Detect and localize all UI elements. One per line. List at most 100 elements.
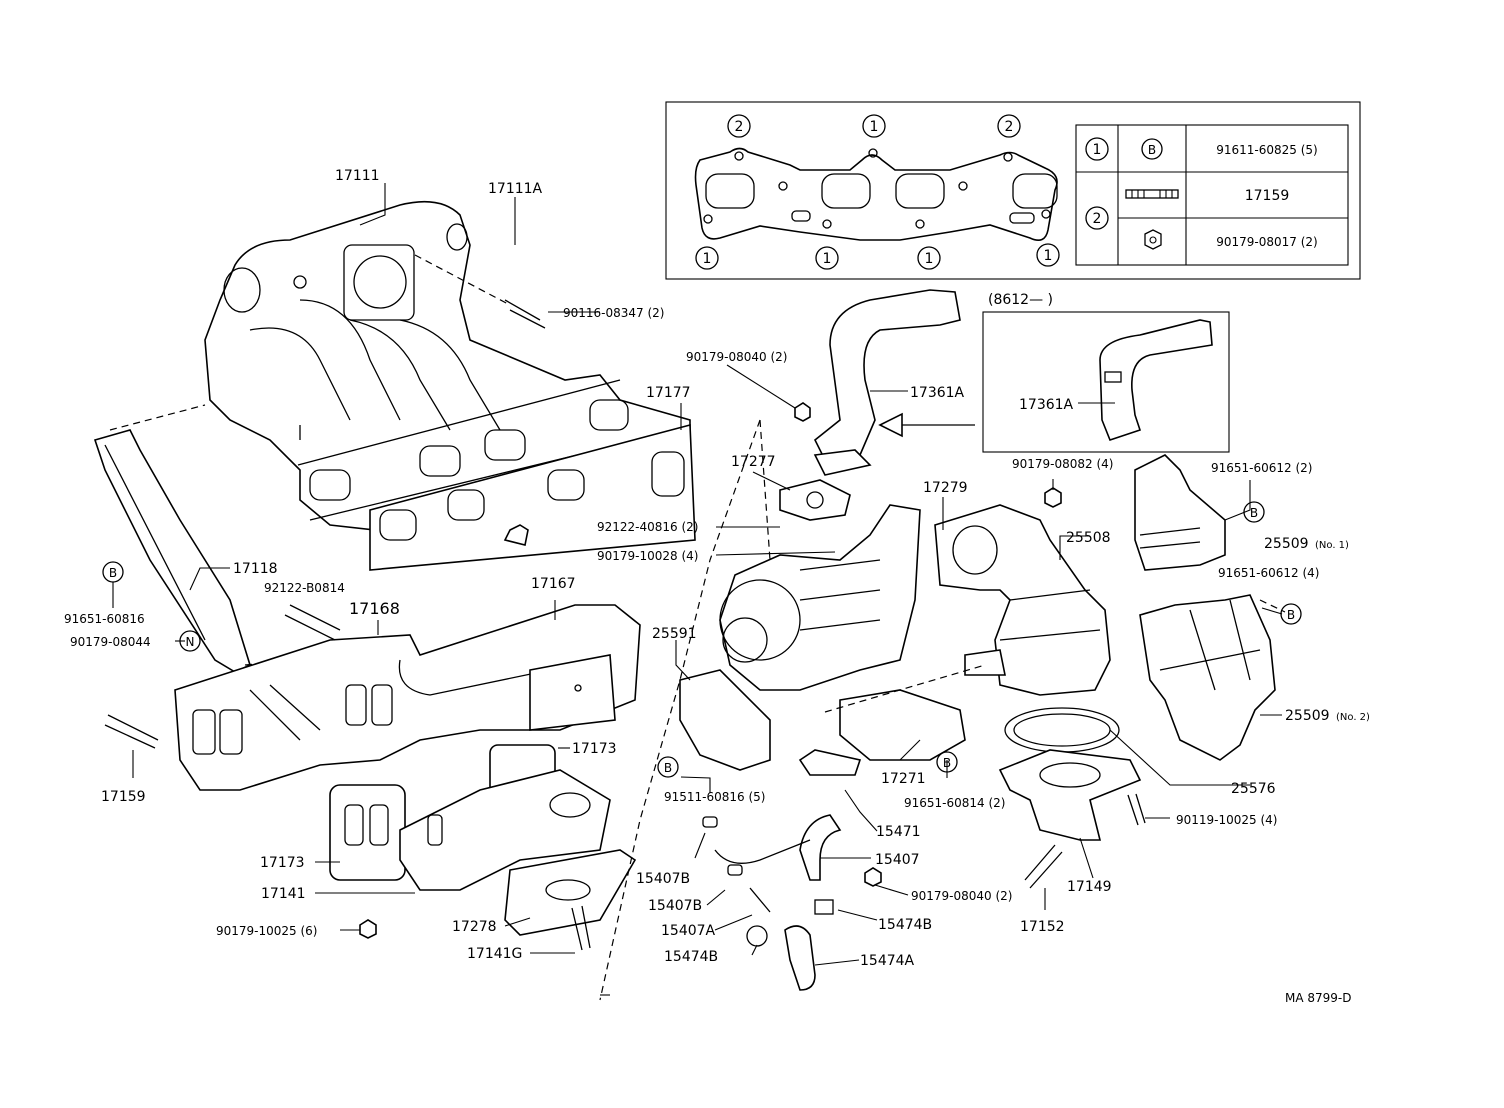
marker-1-br: 1 — [1036, 243, 1060, 267]
svg-text:1: 1 — [1093, 142, 1102, 158]
exhaust-manifold-lower-drawing — [329, 744, 637, 936]
label-91651-60612-2: 91651-60612 (2) — [1211, 461, 1313, 475]
svg-text:1: 1 — [1044, 248, 1053, 264]
marker-B-insulator2: B — [1280, 603, 1302, 625]
svg-text:B: B — [664, 761, 672, 775]
label-15407B-b: 15407B — [648, 898, 702, 914]
label-25576: 25576 — [1231, 781, 1276, 797]
svg-text:B: B — [943, 756, 951, 770]
label-25509-no2-tag: (No. 2) — [1336, 712, 1370, 723]
label-90179-08040-bot: 90179-08040 (2) — [911, 889, 1013, 903]
label-92122-40816: 92122-40816 (2) — [597, 520, 699, 534]
label-17152: 17152 — [1020, 919, 1065, 935]
label-17279: 17279 — [923, 480, 968, 496]
label-17111: 17111 — [335, 168, 380, 184]
svg-text:B: B — [109, 566, 117, 580]
marker-B-elbow: B — [657, 756, 679, 778]
legend-part-row1: 91611-60825 (5) — [1216, 143, 1318, 157]
svg-text:1: 1 — [870, 119, 879, 135]
marker-1-bm2: 1 — [917, 246, 941, 270]
legend-part-row3: 90179-08017 (2) — [1216, 235, 1318, 249]
nut-icon — [1144, 229, 1162, 250]
heat-insulator-no1-drawing — [1134, 454, 1226, 571]
guide-lines — [414, 254, 1286, 1001]
legend-marker-1: 1 — [1085, 137, 1109, 161]
turbocharger-drawing — [679, 289, 966, 771]
marker-1-top: 1 — [862, 114, 886, 138]
label-91651-60816: 91651-60816 — [64, 612, 145, 626]
label-90179-10028: 90179-10028 (4) — [597, 549, 699, 563]
fastener-legend-table: 1 2 B 91611-60825 (5) 17159 90179-08017 … — [1075, 124, 1349, 266]
marker-N-nut: N — [179, 630, 201, 652]
label-17177: 17177 — [646, 385, 691, 401]
reference-code: MA 8799-D — [1285, 991, 1352, 1005]
label-17271: 17271 — [881, 771, 926, 787]
marker-B-17271: B — [936, 751, 958, 773]
svg-text:2: 2 — [1005, 119, 1014, 135]
svg-text:2: 2 — [735, 119, 744, 135]
label-91651-60612-4: 91651-60612 (4) — [1218, 566, 1320, 580]
label-15407B-a: 15407B — [636, 871, 690, 887]
oil-pipe-drawing — [714, 749, 862, 991]
label-17277: 17277 — [731, 454, 776, 470]
gasket-25576-drawing — [1004, 707, 1120, 753]
part-labels: 17111 17111A 90116-08347 (2) 17177 90179… — [64, 168, 1370, 1005]
label-17361A-inset: 17361A — [1019, 397, 1074, 413]
exhaust-manifold-drawing — [174, 604, 641, 791]
label-15474B-b: 15474B — [664, 949, 718, 965]
inset-title: (8612— ) — [988, 292, 1053, 308]
marker-B-stay: B — [102, 561, 124, 583]
gasket-inset-panel: 2 1 2 1 1 1 1 1 2 B 9161 — [665, 101, 1361, 280]
label-91651-60814: 91651-60814 (2) — [904, 796, 1006, 810]
label-15407: 15407 — [875, 852, 920, 868]
label-17149: 17149 — [1067, 879, 1112, 895]
label-15407A: 15407A — [661, 923, 716, 939]
label-17278: 17278 — [452, 919, 497, 935]
label-17111A: 17111A — [488, 181, 543, 197]
catalyst-drawing — [934, 504, 1111, 696]
label-17141G: 17141G — [467, 946, 522, 962]
svg-text:B: B — [1148, 143, 1156, 157]
label-17173-lower: 17173 — [260, 855, 305, 871]
label-15474B-a: 15474B — [878, 917, 932, 933]
label-90179-10025: 90179-10025 (6) — [216, 924, 318, 938]
svg-text:B: B — [1250, 506, 1258, 520]
label-92122-B0814: 92122-B0814 — [264, 581, 345, 595]
legend-marker-2: 2 — [1085, 206, 1109, 230]
label-90119-10025: 90119-10025 (4) — [1176, 813, 1278, 827]
label-25591: 25591 — [652, 626, 697, 642]
marker-2-right: 2 — [997, 114, 1021, 138]
label-90116-08347: 90116-08347 (2) — [563, 306, 665, 320]
label-90179-08082: 90179-08082 (4) — [1012, 457, 1114, 471]
label-17118: 17118 — [233, 561, 278, 577]
label-25508: 25508 — [1066, 530, 1111, 546]
label-17168: 17168 — [349, 599, 400, 618]
heat-insulator-no2-drawing — [1139, 594, 1276, 761]
label-25509-no1-tag: (No. 1) — [1315, 540, 1349, 551]
flange-17149-drawing — [998, 749, 1142, 841]
label-17141: 17141 — [261, 886, 306, 902]
marker-1-bm1: 1 — [815, 246, 839, 270]
svg-text:1: 1 — [703, 251, 712, 267]
intake-manifold-drawing — [204, 200, 696, 571]
label-91511-60816: 91511-60816 (5) — [664, 790, 766, 804]
label-17173-upper: 17173 — [572, 741, 617, 757]
marker-2-left: 2 — [727, 114, 751, 138]
label-17159-left: 17159 — [101, 789, 146, 805]
label-17167: 17167 — [531, 576, 576, 592]
label-90179-08040-top: 90179-08040 (2) — [686, 350, 788, 364]
marker-B-insulator1: B — [1243, 501, 1265, 523]
svg-text:N: N — [186, 635, 195, 649]
marker-1-bl: 1 — [695, 246, 719, 270]
label-15474A: 15474A — [860, 953, 915, 969]
label-17361A: 17361A — [910, 385, 965, 401]
svg-text:1: 1 — [823, 251, 832, 267]
manifold-stay-drawing — [93, 404, 301, 673]
pipe-inset-box — [878, 311, 1230, 453]
leader-lines — [112, 183, 1283, 996]
label-15471: 15471 — [876, 824, 921, 840]
label-90179-08044: 90179-08044 — [70, 635, 151, 649]
legend-part-row2: 17159 — [1245, 188, 1290, 204]
svg-text:2: 2 — [1093, 211, 1102, 227]
